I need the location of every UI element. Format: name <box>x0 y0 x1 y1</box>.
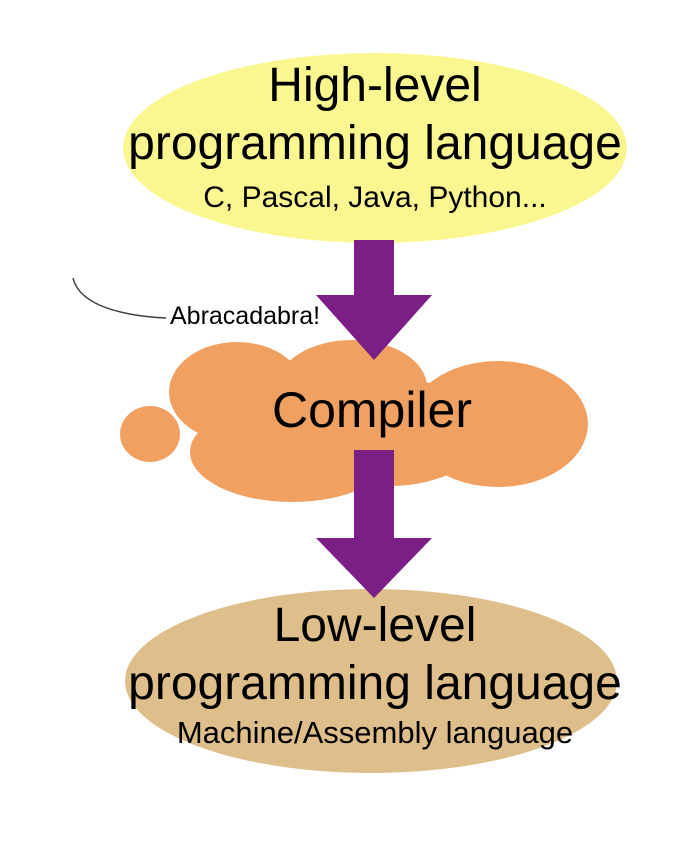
low-level-title-line2: programming language <box>128 657 622 710</box>
high-level-subtitle: C, Pascal, Java, Python... <box>203 181 547 214</box>
high-level-title-line2: programming language <box>128 117 622 170</box>
compiler-cloud <box>120 340 588 502</box>
arrow-high-to-compiler-icon <box>316 240 432 360</box>
low-level-title-line1: Low-level <box>273 599 477 652</box>
cloud-lobe <box>295 378 485 486</box>
low-level-title: Low-level programming language <box>75 597 675 713</box>
high-level-title-line1: High-level <box>268 59 482 112</box>
high-level-ellipse <box>123 53 627 243</box>
low-level-subtitle: Machine/Assembly language <box>176 715 574 750</box>
low-level-ellipse <box>125 589 617 773</box>
compiler-label: Compiler <box>271 382 473 438</box>
cloud-lobe <box>120 406 180 462</box>
high-level-title: High-level programming language <box>75 57 675 173</box>
arrow-compiler-to-low-icon <box>316 450 432 598</box>
annotation-connector-line <box>72 277 167 319</box>
annotation-label: Abracadabra! <box>170 302 321 330</box>
